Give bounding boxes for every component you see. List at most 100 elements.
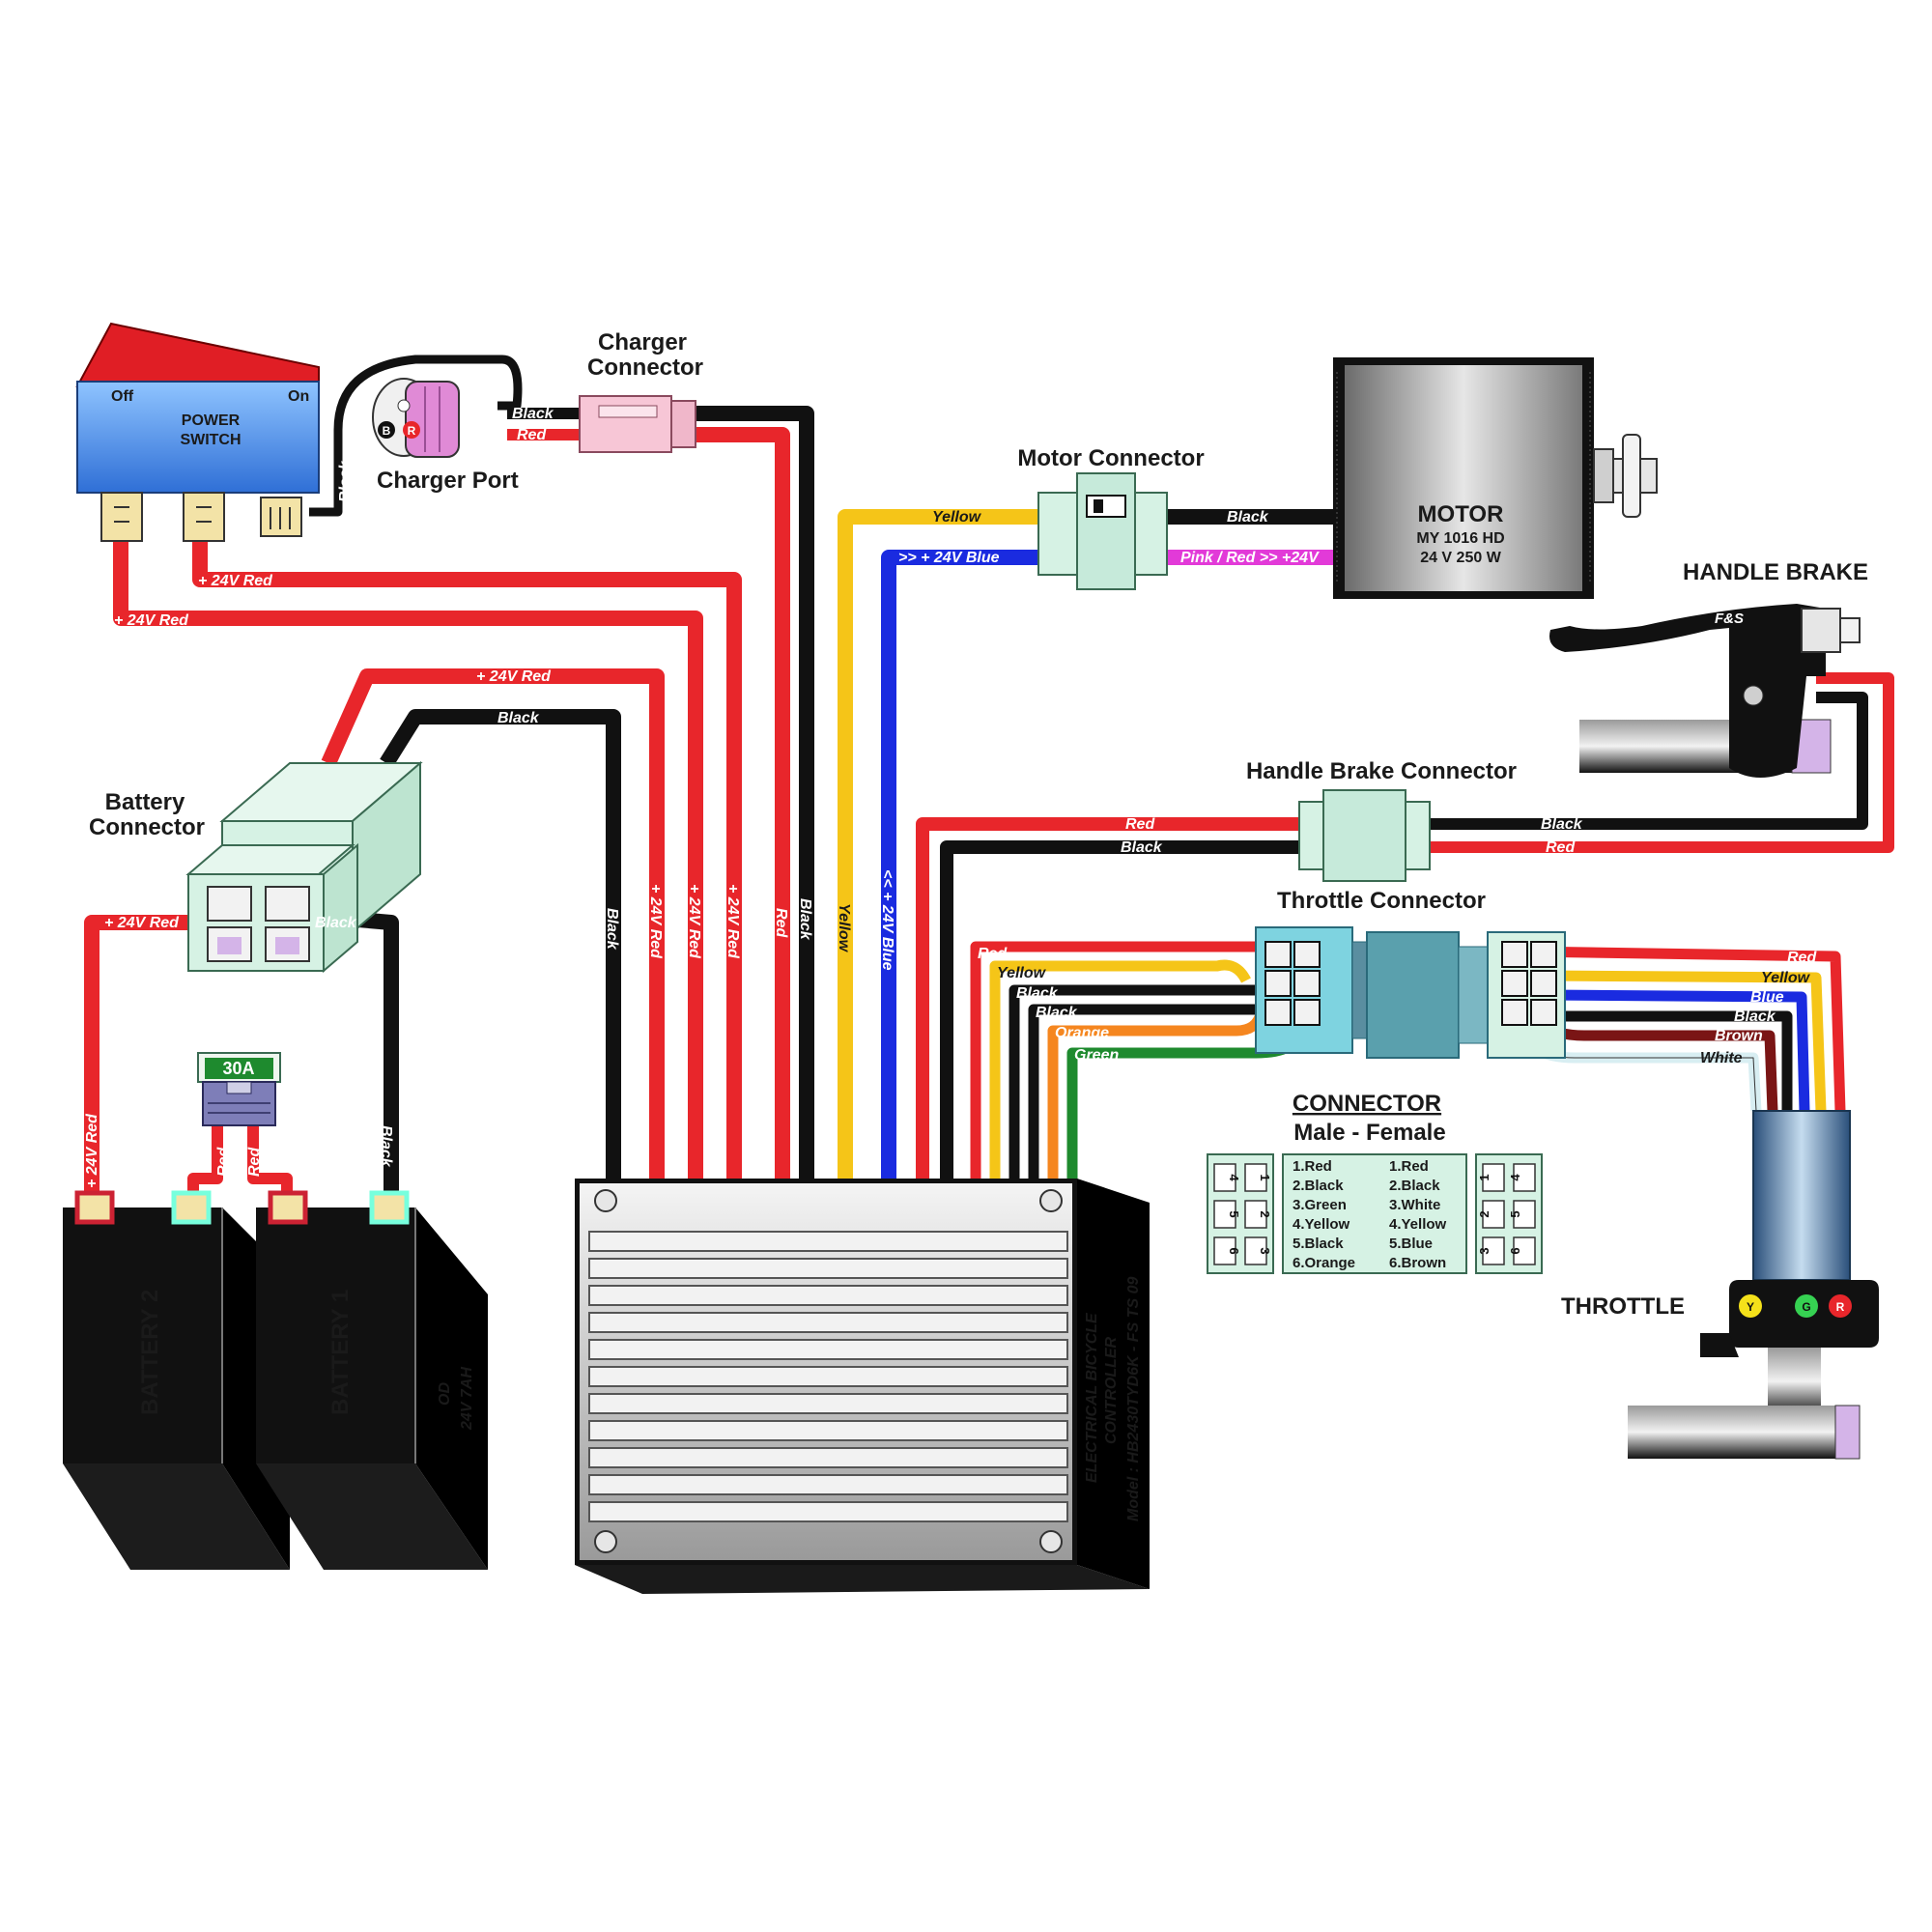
charger-port[interactable]: B R Charger Port Black Red [372,378,554,494]
wire-label-motor-yellow: Yellow [932,509,982,526]
wire-label-fuse-red-right: Red [246,1147,263,1177]
male-pin-color: 5.Black [1293,1236,1344,1252]
motor: MOTOR MY 1016 HD 24 V 250 W [1333,357,1658,599]
wire-label-brake-black-left: Black [1121,839,1163,856]
charger-connector-label-1: Charger [598,329,687,355]
handle-brake-connector-label: Handle Brake Connector [1246,758,1517,784]
battery-connector-label-2: Connector [89,814,205,840]
wire-label-v-red1: + 24V Red [647,884,664,959]
throttle-button-y: Y [1747,1300,1754,1314]
male-pin-color: 3.Green [1293,1197,1347,1213]
charger-port-label: Charger Port [377,468,519,494]
wire-label-thr-right-0: Red [1787,950,1817,966]
wire-thr-r-blue [1545,989,1810,1112]
controller: ELECTRICAL BICYCLE CONTROLLER Model : HB… [575,1179,1150,1594]
power-switch-on-label: On [288,388,309,405]
wire-label-batt1-black: Black [378,1125,394,1168]
wire-label-brake-black-right: Black [1541,816,1583,833]
female-pin-color: 6.Brown [1389,1255,1446,1271]
motor-connector[interactable]: Motor Connector Yellow >> + 24V Blue Bla… [898,445,1320,590]
wire-label-charger-black: Black [512,406,554,422]
wire-thr-black2 [1028,1004,1294,1179]
female-pin: 2 [1477,1210,1492,1217]
wire-motor-yellow [838,509,1038,1179]
throttle-connector-label: Throttle Connector [1277,888,1486,914]
wire-label-batt-left-black: Black [315,915,357,931]
wire-label-thr-left-2: Black [1016,985,1059,1002]
female-pin-color: 4.Yellow [1389,1216,1447,1233]
female-pin: 5 [1508,1210,1522,1217]
wire-label-batt-left-red: + 24V Red [104,915,180,931]
wire-label-v-black1: Black [604,908,620,951]
wire-label-v-yellow: Yellow [836,903,852,953]
wire-label-thr-left-4: Orange [1055,1025,1109,1041]
battery-spec-1: OD [437,1382,453,1406]
wire-label-thr-right-1: Yellow [1761,970,1811,986]
wire-label-thr-right-5: White [1700,1050,1743,1066]
wire-charger-red [696,427,790,1179]
throttle-connector[interactable]: Throttle Connector Red Yellow Black Blac… [978,888,1817,1066]
wire-label-fuse-red-left: Red [215,1147,232,1177]
controller-label-1: ELECTRICAL BICYCLE [1084,1312,1100,1483]
wire-brake-red-right [1430,672,1894,853]
female-pin-color: 2.Black [1389,1178,1440,1194]
power-switch-label-2: SWITCH [180,432,241,448]
wire-label-thr-right-2: Blue [1750,989,1784,1006]
connector-title: CONNECTOR [1293,1091,1441,1117]
wire-label-v-red4: Red [773,908,789,938]
vertical-wire-labels: Black + 24V Red + 24V Red + 24V Red Red … [604,869,895,971]
wire-brake-black-right [1430,692,1868,830]
battery-2: BATTERY 2 [63,1190,290,1570]
battery-connector[interactable]: Battery Connector + 24V Red Black + 24V … [89,668,552,974]
fuse-label: 30A [222,1059,254,1078]
wire-thr-black1 [1009,984,1261,1179]
fuse: 30A Red Red [197,1052,281,1177]
wire-label-switch-red-b: + 24V Red [114,612,189,629]
controller-label-2: CONTROLLER [1103,1336,1120,1444]
female-pin: 4 [1508,1174,1522,1181]
wire-label-thr-left-0: Red [978,946,1008,962]
wire-label-brake-red-left: Red [1125,816,1155,833]
throttle-label: THROTTLE [1561,1293,1685,1320]
wire-battconn-black [380,709,621,1179]
connector-subtitle: Male - Female [1293,1120,1445,1146]
wire-label-thr-right-4: Brown [1715,1028,1763,1044]
male-pin: 5 [1227,1210,1241,1217]
wire-label-brake-red-right: Red [1546,839,1576,856]
male-pin-color: 1.Red [1293,1158,1332,1175]
connector-pinout-table: CONNECTOR Male - Female 4 1 5 2 6 3 1 4 … [1207,1091,1543,1274]
wire-label-motor-pink: Pink / Red >> +24V [1180,550,1320,566]
throttle-button-r: R [1836,1300,1845,1314]
controller-fins [588,1231,1068,1522]
wire-label-v-blue: << + 24V Blue [879,869,895,971]
wire-label-batt2-red: + 24V Red [84,1113,100,1188]
female-pin-color: 5.Blue [1389,1236,1433,1252]
wire-battconn-red [321,668,665,1179]
throttle-right-wire-labels: Red Yellow Blue Black Brown White [1700,950,1817,1066]
motor-model: MY 1016 HD [1416,530,1504,547]
wire-brake-black-left [940,840,1299,1179]
male-pin: 3 [1258,1247,1272,1254]
wire-thr-r-yellow [1545,970,1827,1112]
handle-brake-connector[interactable]: Handle Brake Connector Red Black Black R… [1121,758,1583,882]
wire-label-switch-black: Black [337,460,354,502]
male-pin-color: 2.Black [1293,1178,1344,1194]
female-pin-color: 3.White [1389,1197,1440,1213]
charger-connector[interactable]: Charger Connector [579,329,703,453]
charger-connector-label-2: Connector [587,355,703,381]
throttle-button-g: G [1802,1300,1810,1314]
power-switch-label-1: POWER [182,412,241,429]
battery-1: BATTERY 1 OD 24V 7AH [256,1190,488,1570]
wire-thr-r-red [1525,946,1846,1112]
charger-port-r: R [408,424,416,438]
throttle-left-wire-labels: Red Yellow Black Black Orange Green [978,946,1119,1064]
handle-brake: HANDLE BRAKE F&S [1549,559,1868,778]
power-switch[interactable]: Off On POWER SWITCH Black + 24V Red + 24… [75,322,354,629]
female-pin: 1 [1477,1174,1492,1180]
battery-spec-2: 24V 7AH [459,1367,475,1431]
power-switch-off-label: Off [111,388,134,405]
wire-label-battconn-red: + 24V Red [476,668,552,685]
switch-terminals [100,492,302,542]
wire-label-motor-blue: >> + 24V Blue [898,550,1000,566]
